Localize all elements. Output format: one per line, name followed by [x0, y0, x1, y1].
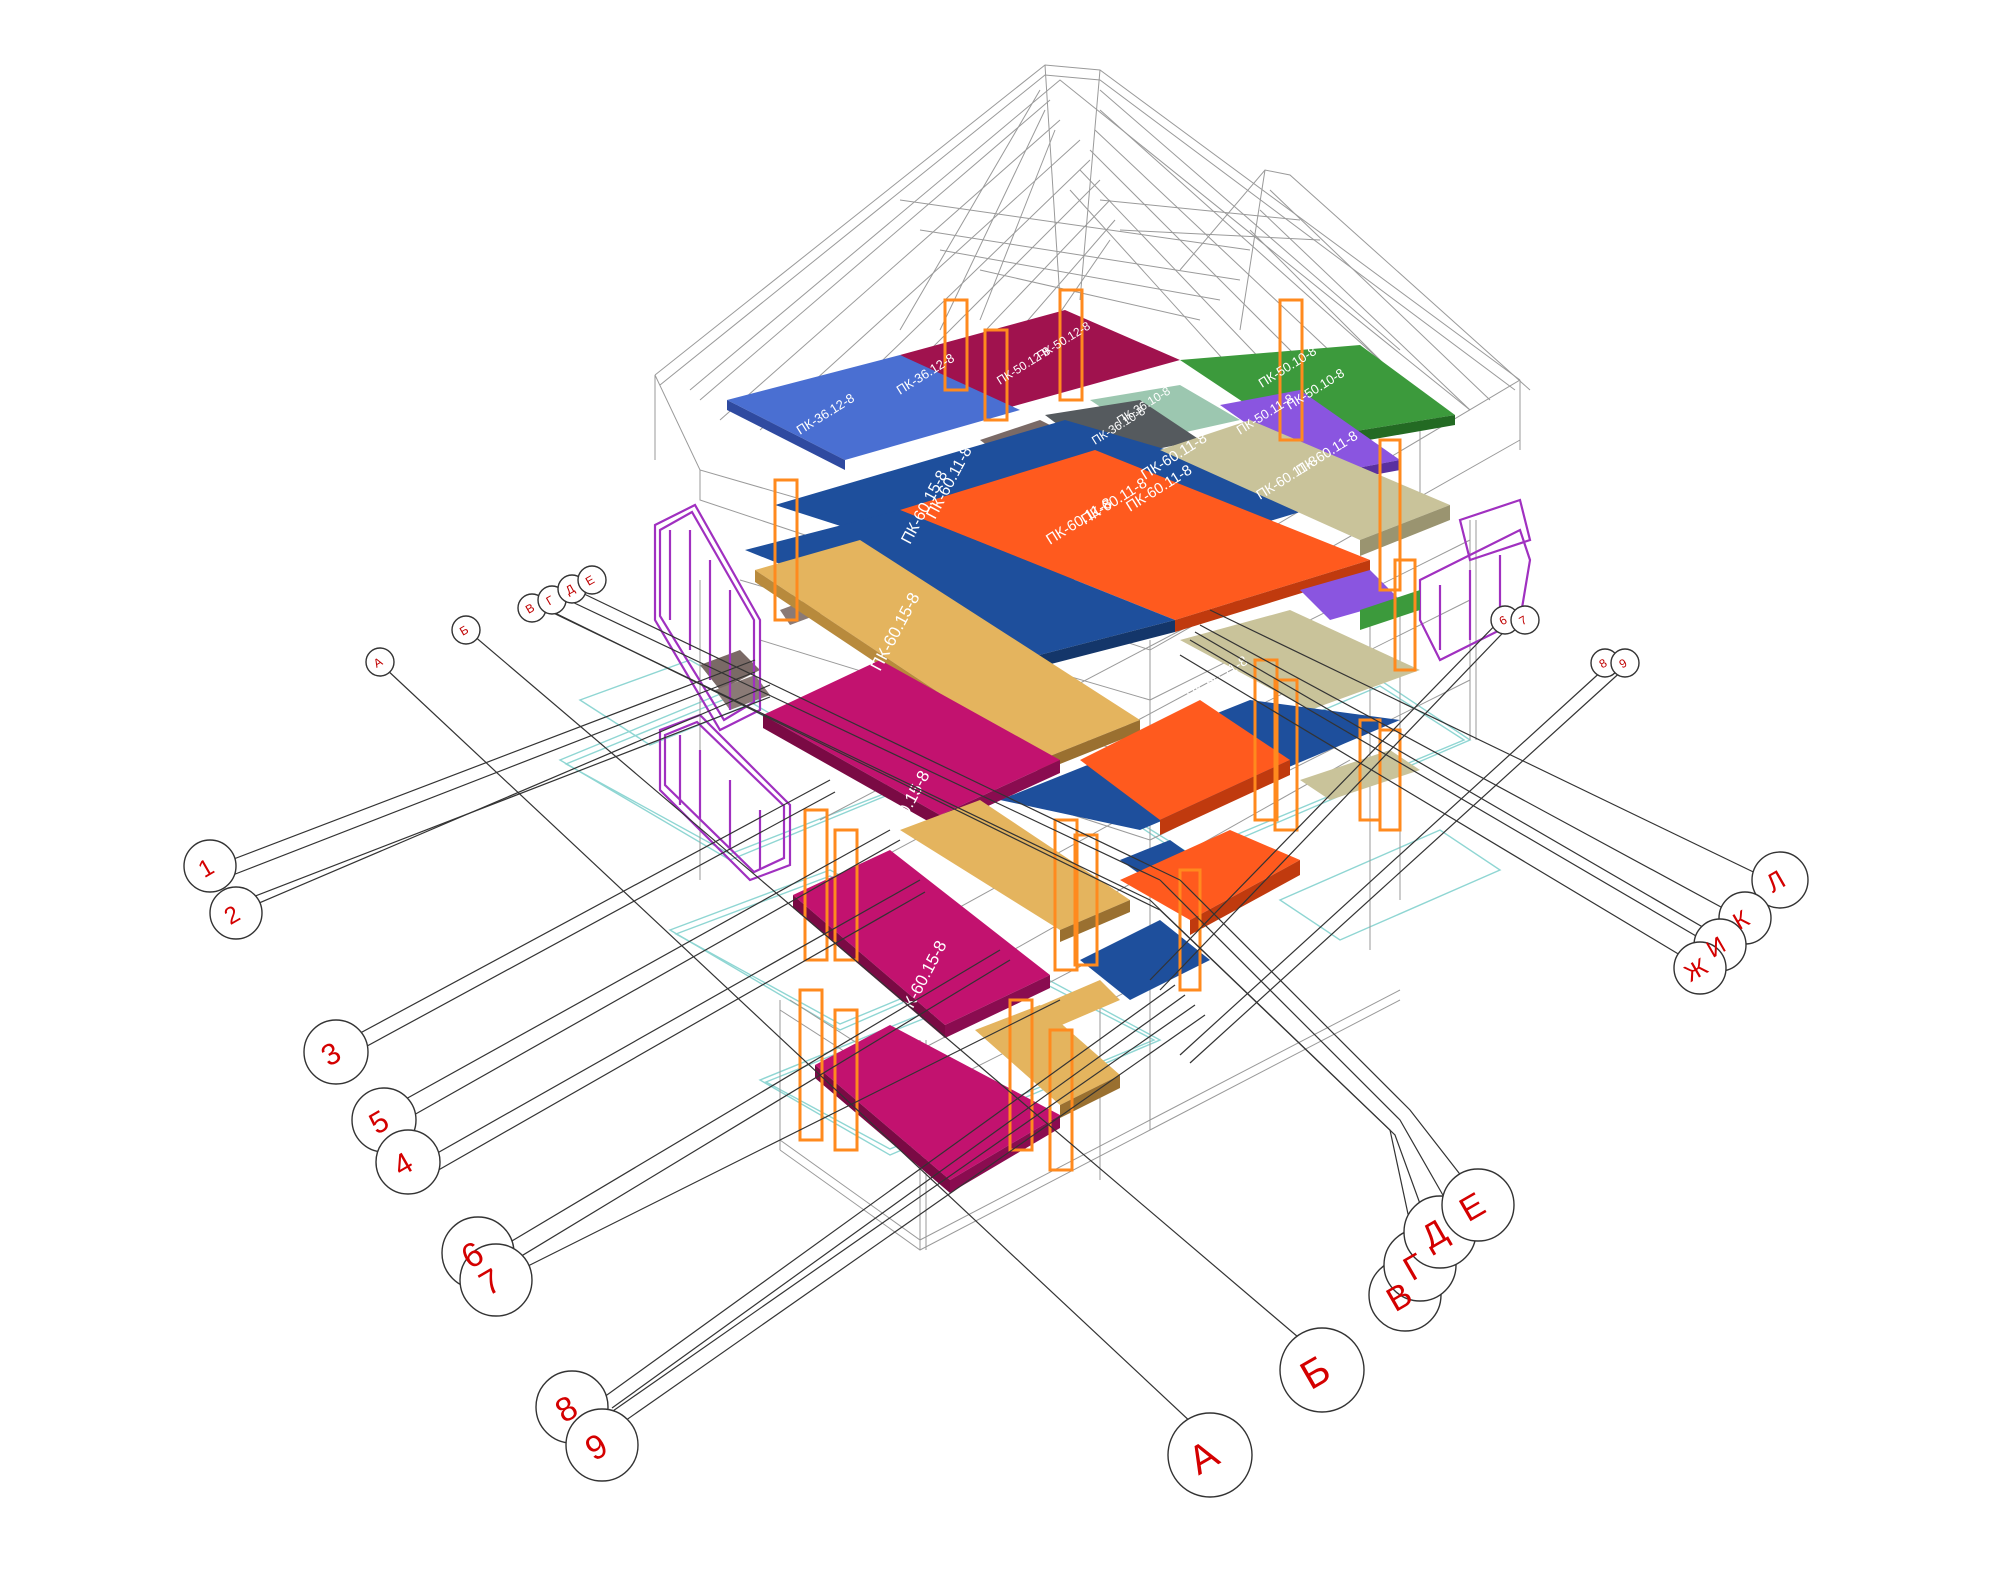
- slab-upper-orange: [900, 450, 1370, 620]
- axis-bubble-3: [303, 1019, 369, 1085]
- upper-slabs: [745, 420, 1450, 772]
- axis-bubble-top-b: [451, 615, 481, 645]
- axis-bubble-1: [183, 839, 237, 893]
- axis-bubble-top-e: [577, 565, 607, 595]
- slab-green: [1180, 345, 1455, 440]
- axis-bubble-a: [1167, 1412, 1253, 1498]
- slab-purple: [1220, 390, 1400, 475]
- slab-maroon: [900, 310, 1180, 410]
- axis-bubble-9: [565, 1408, 639, 1482]
- axis-bubble-2: [209, 886, 263, 940]
- slab-grey: [1045, 400, 1200, 460]
- window-frames: [773, 288, 1417, 1172]
- axis-bubble-4: [375, 1129, 441, 1195]
- axis-bubble-l: [1751, 851, 1809, 909]
- slab-upper-khaki: [1160, 420, 1450, 540]
- axis-bubble-top-a: [365, 647, 395, 677]
- axis-bubble-zh: [1673, 941, 1727, 995]
- slab-royal-blue: [727, 355, 1020, 460]
- middle-slabs: [763, 610, 1420, 942]
- axis-bubble-7: [459, 1243, 533, 1317]
- slab-mid-magenta: [763, 660, 1060, 815]
- axis-bubble-b: [1279, 1327, 1365, 1413]
- axis-bubble-top-9: [1610, 648, 1640, 678]
- axis-bubbles: [183, 565, 1809, 1498]
- slab-mint: [1090, 385, 1240, 440]
- axis-bubble-e: [1441, 1168, 1515, 1242]
- slab-upper-tan: [755, 540, 1140, 760]
- axis-bubble-top-7: [1510, 605, 1540, 635]
- axis-leader-lines: [217, 591, 1771, 1441]
